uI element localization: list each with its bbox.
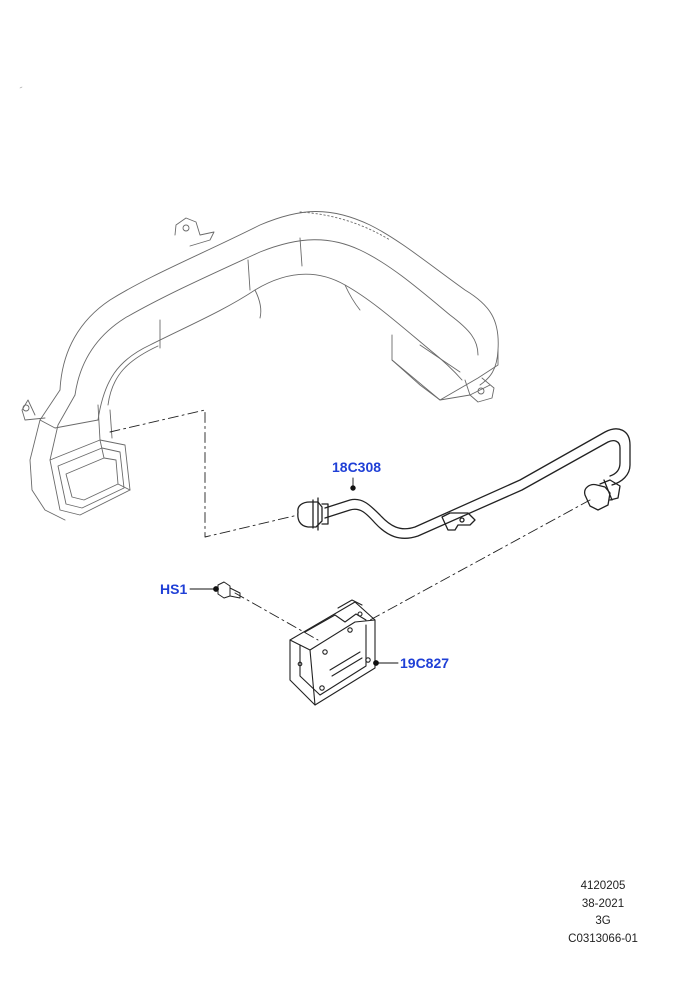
leader-lines: [109, 409, 591, 641]
reference-id: C0313066-01: [568, 932, 638, 945]
reference-date: 38-2021: [581, 897, 625, 910]
bolt-hs1: [217, 581, 241, 599]
callout-hs1[interactable]: HS1: [160, 581, 188, 597]
pipe-18c308: [297, 428, 631, 539]
module-19c827: [289, 599, 376, 706]
reference-number: 4120205: [580, 880, 626, 892]
reference-block: 4120205 38-2021 3G C0313066-01: [560, 878, 646, 948]
reference-code: 3G: [595, 915, 611, 927]
callout-18c308[interactable]: 18C308: [332, 459, 382, 475]
callout-19c827[interactable]: 19C827: [400, 655, 450, 671]
air-duct: [21, 211, 499, 521]
